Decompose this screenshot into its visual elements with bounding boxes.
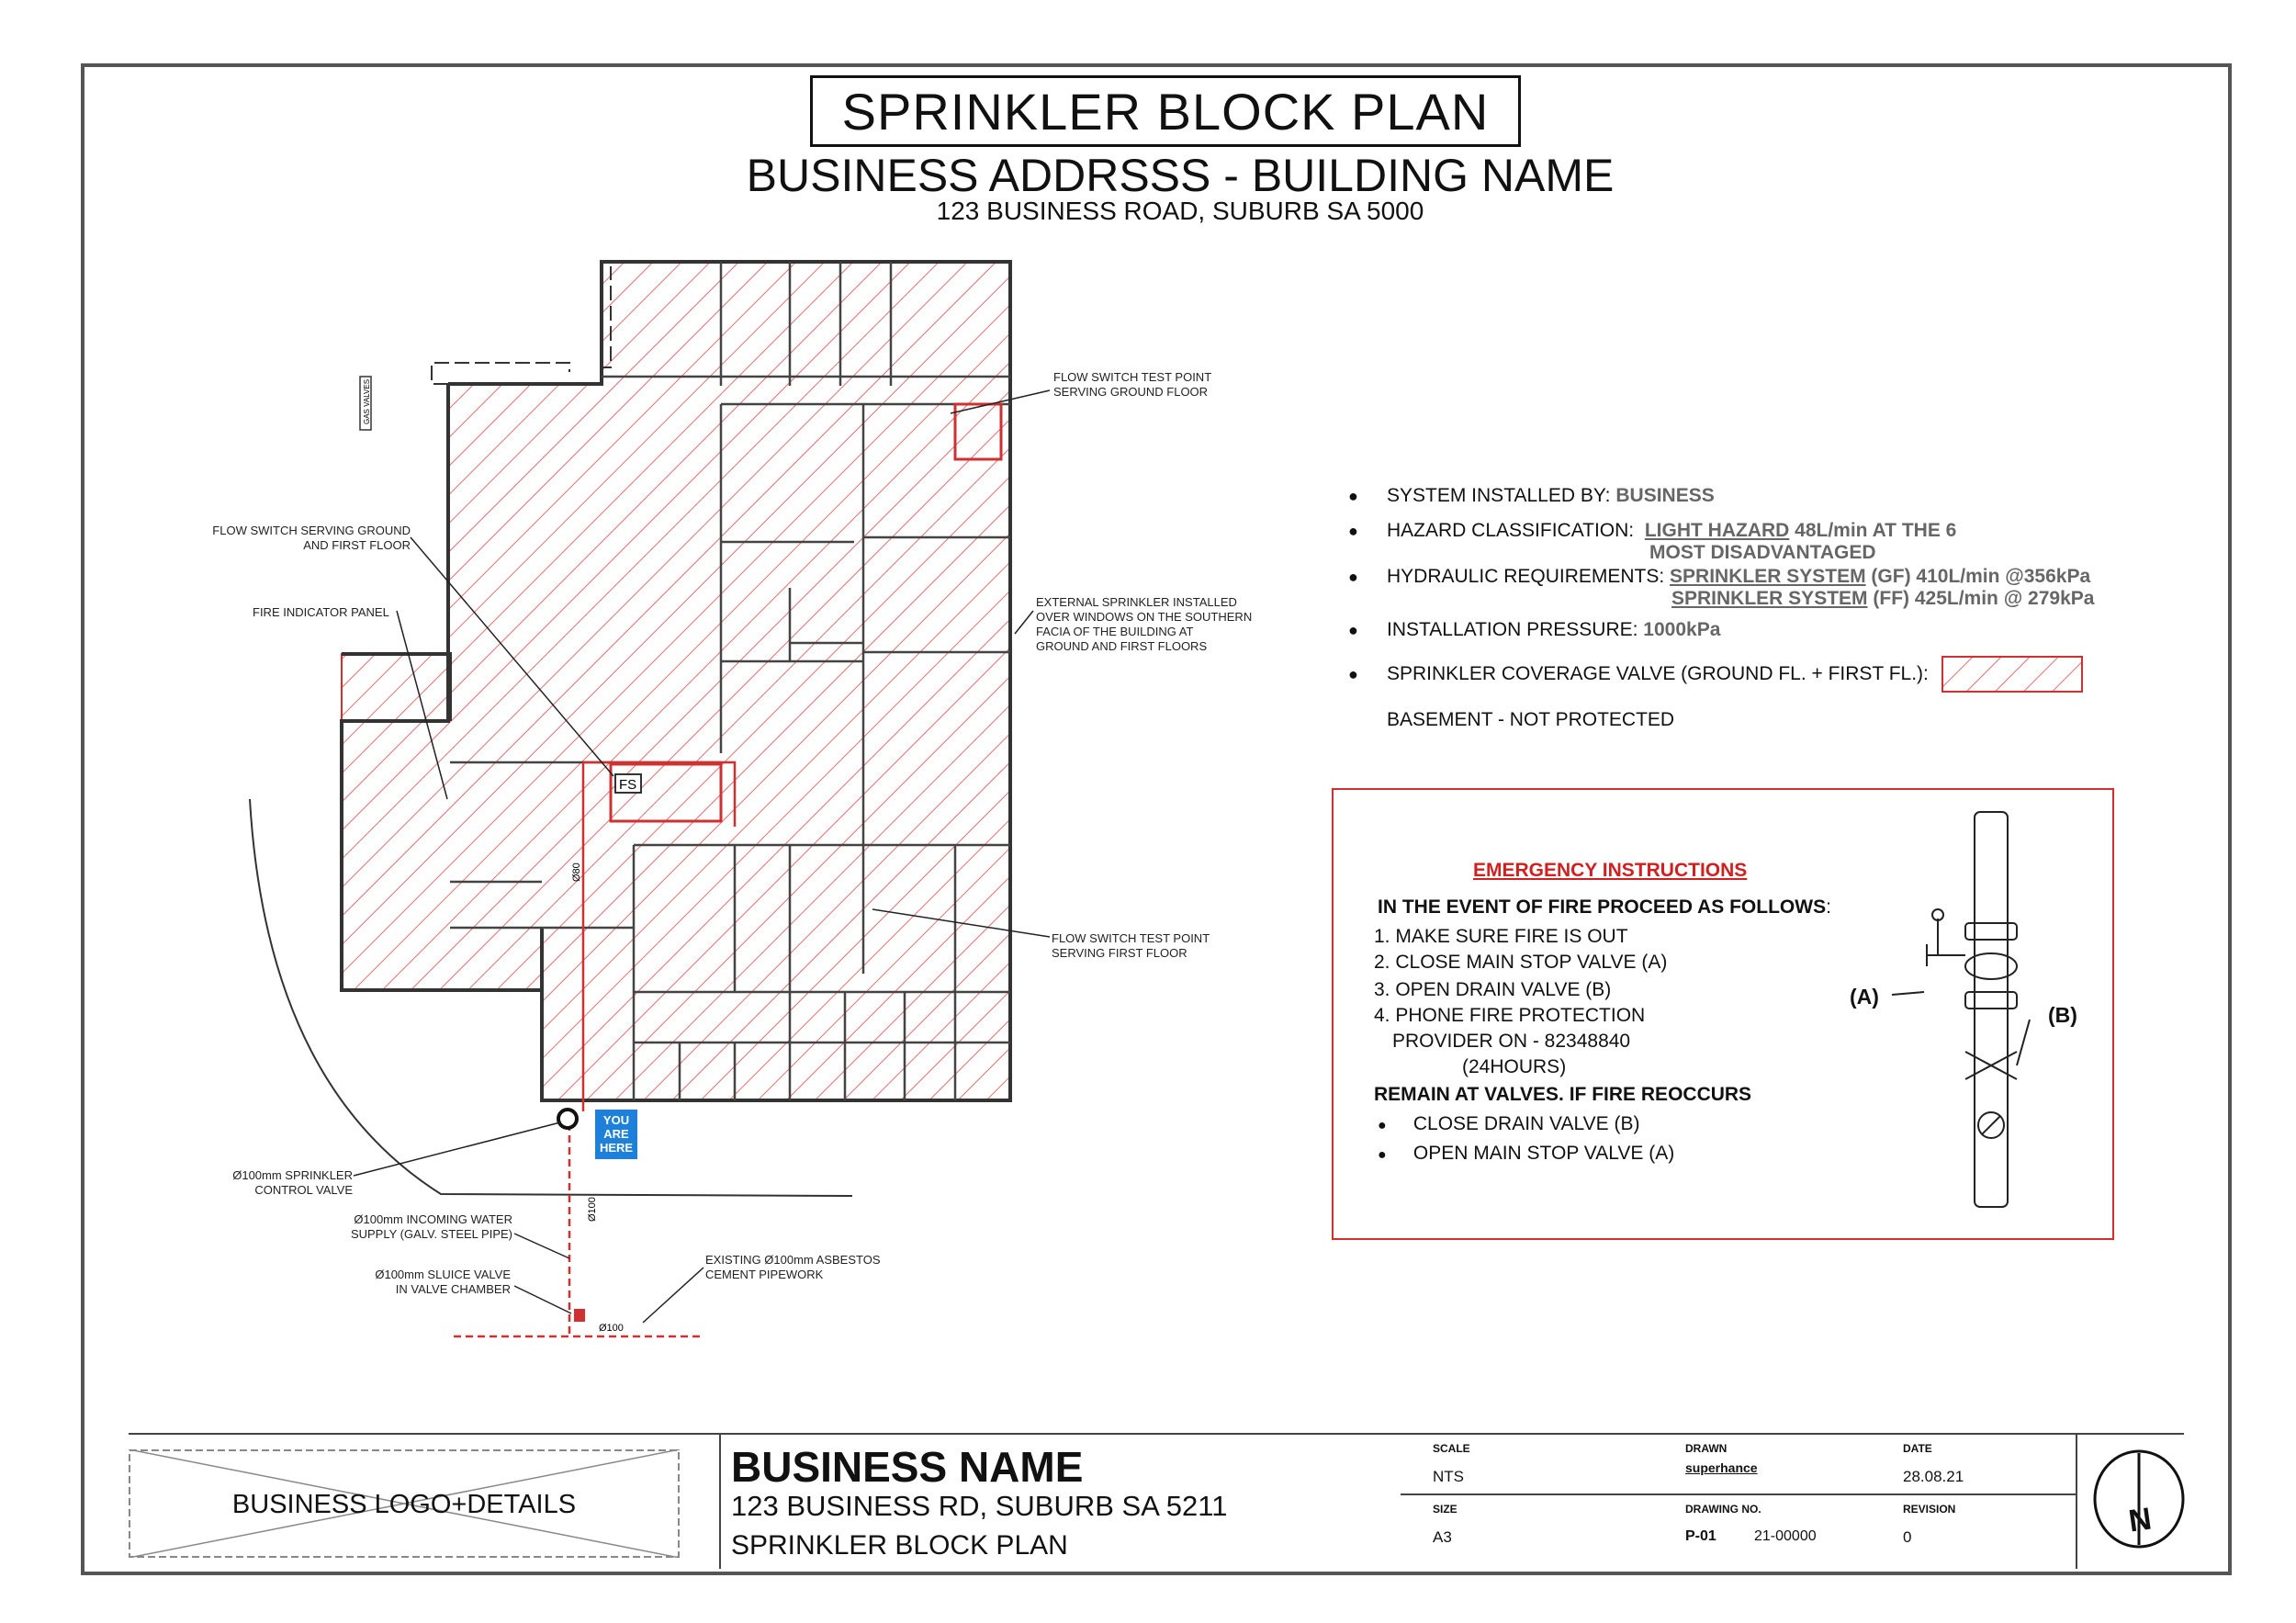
gas-valves-box: [359, 376, 372, 431]
emergency-after-1: ● CLOSE DRAIN VALVE (B): [1378, 1113, 1640, 1134]
revision-label: REVISION: [1903, 1503, 1956, 1516]
drawn-value: superhance: [1685, 1460, 1758, 1475]
building-address: 123 BUSINESS ROAD, SUBURB SA 5000: [936, 197, 1424, 225]
emergency-remain: REMAIN AT VALVES. IF FIRE REOCCURS: [1374, 1084, 1752, 1105]
sluice-valve-marker: [574, 1309, 585, 1322]
valve-diagram: [1891, 811, 2031, 1208]
control-valve-marker: [557, 1108, 579, 1130]
info-basement: BASEMENT - NOT PROTECTED: [1387, 709, 1675, 730]
info-hydraulic-line2: SPRINKLER SYSTEM (FF) 425L/min @ 279kPa: [1671, 588, 2095, 609]
leader-lines: [353, 389, 1051, 1324]
size-value: A3: [1433, 1528, 1452, 1546]
north-label: N: [2126, 1501, 2155, 1539]
site-boundary: [431, 262, 612, 385]
pipework: [454, 761, 737, 1338]
emergency-step-2: 2. CLOSE MAIN STOP VALVE (A): [1374, 952, 1668, 973]
callout-incoming-water: Ø100mm INCOMING WATER SUPPLY (GALV. STEE…: [350, 1212, 512, 1241]
scale-value: NTS: [1433, 1468, 1464, 1485]
business-logo-placeholder: [129, 1449, 680, 1558]
pipe-label-d100-horizontal: Ø100: [599, 1323, 624, 1334]
fs-symbol: [614, 773, 642, 794]
valve-b-label: (B): [2048, 1003, 2077, 1027]
pipe-label-d100-vertical: Ø100: [587, 1197, 598, 1222]
callout-control-valve: Ø100mm SPRINKLER CONTROL VALVE: [232, 1168, 353, 1197]
driveway-edge: [249, 798, 853, 1197]
emergency-step-1: 1. MAKE SURE FIRE IS OUT: [1374, 926, 1628, 947]
emergency-step-4-provider: PROVIDER ON - 82348840: [1392, 1031, 1631, 1052]
emergency-instructions: EMERGENCY INSTRUCTIONS IN THE EVENT OF F…: [1332, 788, 2114, 1240]
coverage-area: [341, 261, 1011, 1101]
callout-external-sprinkler: EXTERNAL SPRINKLER INSTALLED OVER WINDOW…: [1036, 595, 1253, 653]
north-arrow-icon: [2093, 1449, 2185, 1549]
plan-name: SPRINKLER BLOCK PLAN: [731, 1530, 1068, 1561]
size-label: SIZE: [1433, 1503, 1458, 1516]
drawing-no-value: 21-00000: [1754, 1528, 1817, 1544]
emergency-step-4: 4. PHONE FIRE PROTECTION: [1374, 1005, 1646, 1026]
callout-flow-switch-serving: FLOW SWITCH SERVING GROUND AND FIRST FLO…: [212, 524, 411, 552]
callout-fire-indicator-panel: FIRE INDICATOR PANEL: [253, 605, 389, 619]
page-title: SPRINKLER BLOCK PLAN: [810, 75, 1521, 147]
callout-flow-switch-test-ff: FLOW SWITCH TEST POINT SERVING FIRST FLO…: [1052, 931, 1210, 960]
pipe-label-d80: Ø80: [571, 862, 582, 882]
business-name: BUSINESS NAME: [731, 1443, 1084, 1491]
building-name: BUSINESS ADDRSSS - BUILDING NAME: [746, 150, 1615, 201]
you-are-here-marker: YOU ARE HERE: [595, 1110, 637, 1159]
title-block: BUSINESS LOGO+DETAILS BUSINESS NAME 123 …: [129, 1433, 2185, 1569]
callout-flow-switch-test-gf: FLOW SWITCH TEST POINT SERVING GROUND FL…: [1053, 370, 1212, 399]
fs-room: [609, 762, 723, 823]
stair-room: [953, 402, 1003, 461]
business-address: 123 BUSINESS RD, SUBURB SA 5211: [731, 1490, 1228, 1522]
callout-sluice-valve: Ø100mm SLUICE VALVE IN VALVE CHAMBER: [375, 1268, 511, 1296]
emergency-title: EMERGENCY INSTRUCTIONS: [1473, 860, 1748, 881]
emergency-after-2: ● OPEN MAIN STOP VALVE (A): [1378, 1143, 1675, 1164]
valve-a-label: (A): [1850, 985, 1879, 1009]
date-label: DATE: [1903, 1442, 1932, 1455]
emergency-step-3: 3. OPEN DRAIN VALVE (B): [1374, 979, 1612, 1000]
gas-valves-label: GAS VALVES: [363, 379, 371, 424]
business-logo-text: BUSINESS LOGO+DETAILS: [231, 1490, 577, 1519]
emergency-intro: IN THE EVENT OF FIRE PROCEED AS FOLLOWS:: [1378, 896, 1831, 918]
revision-value: 0: [1903, 1528, 1912, 1546]
info-hazard-line2: MOST DISADVANTAGED: [1649, 542, 1876, 563]
interior-walls: [450, 262, 1010, 1100]
callout-existing-pipework: EXISTING Ø100mm ASBESTOS CEMENT PIPEWORK: [705, 1253, 881, 1281]
building-walls: [340, 260, 1012, 1102]
date-value: 28.08.21: [1903, 1468, 1964, 1485]
emergency-step-4-hours: (24HOURS): [1462, 1056, 1567, 1077]
drawn-label: DRAWN: [1685, 1442, 1728, 1455]
drawing-no-prefix: P-01: [1685, 1528, 1716, 1544]
coverage-legend-swatch: [1941, 656, 2083, 693]
drawing-frame: [81, 63, 2232, 1575]
scale-label: SCALE: [1433, 1442, 1470, 1455]
fs-label: FS: [619, 777, 636, 793]
drawing-no-label: DRAWING NO.: [1685, 1503, 1761, 1516]
